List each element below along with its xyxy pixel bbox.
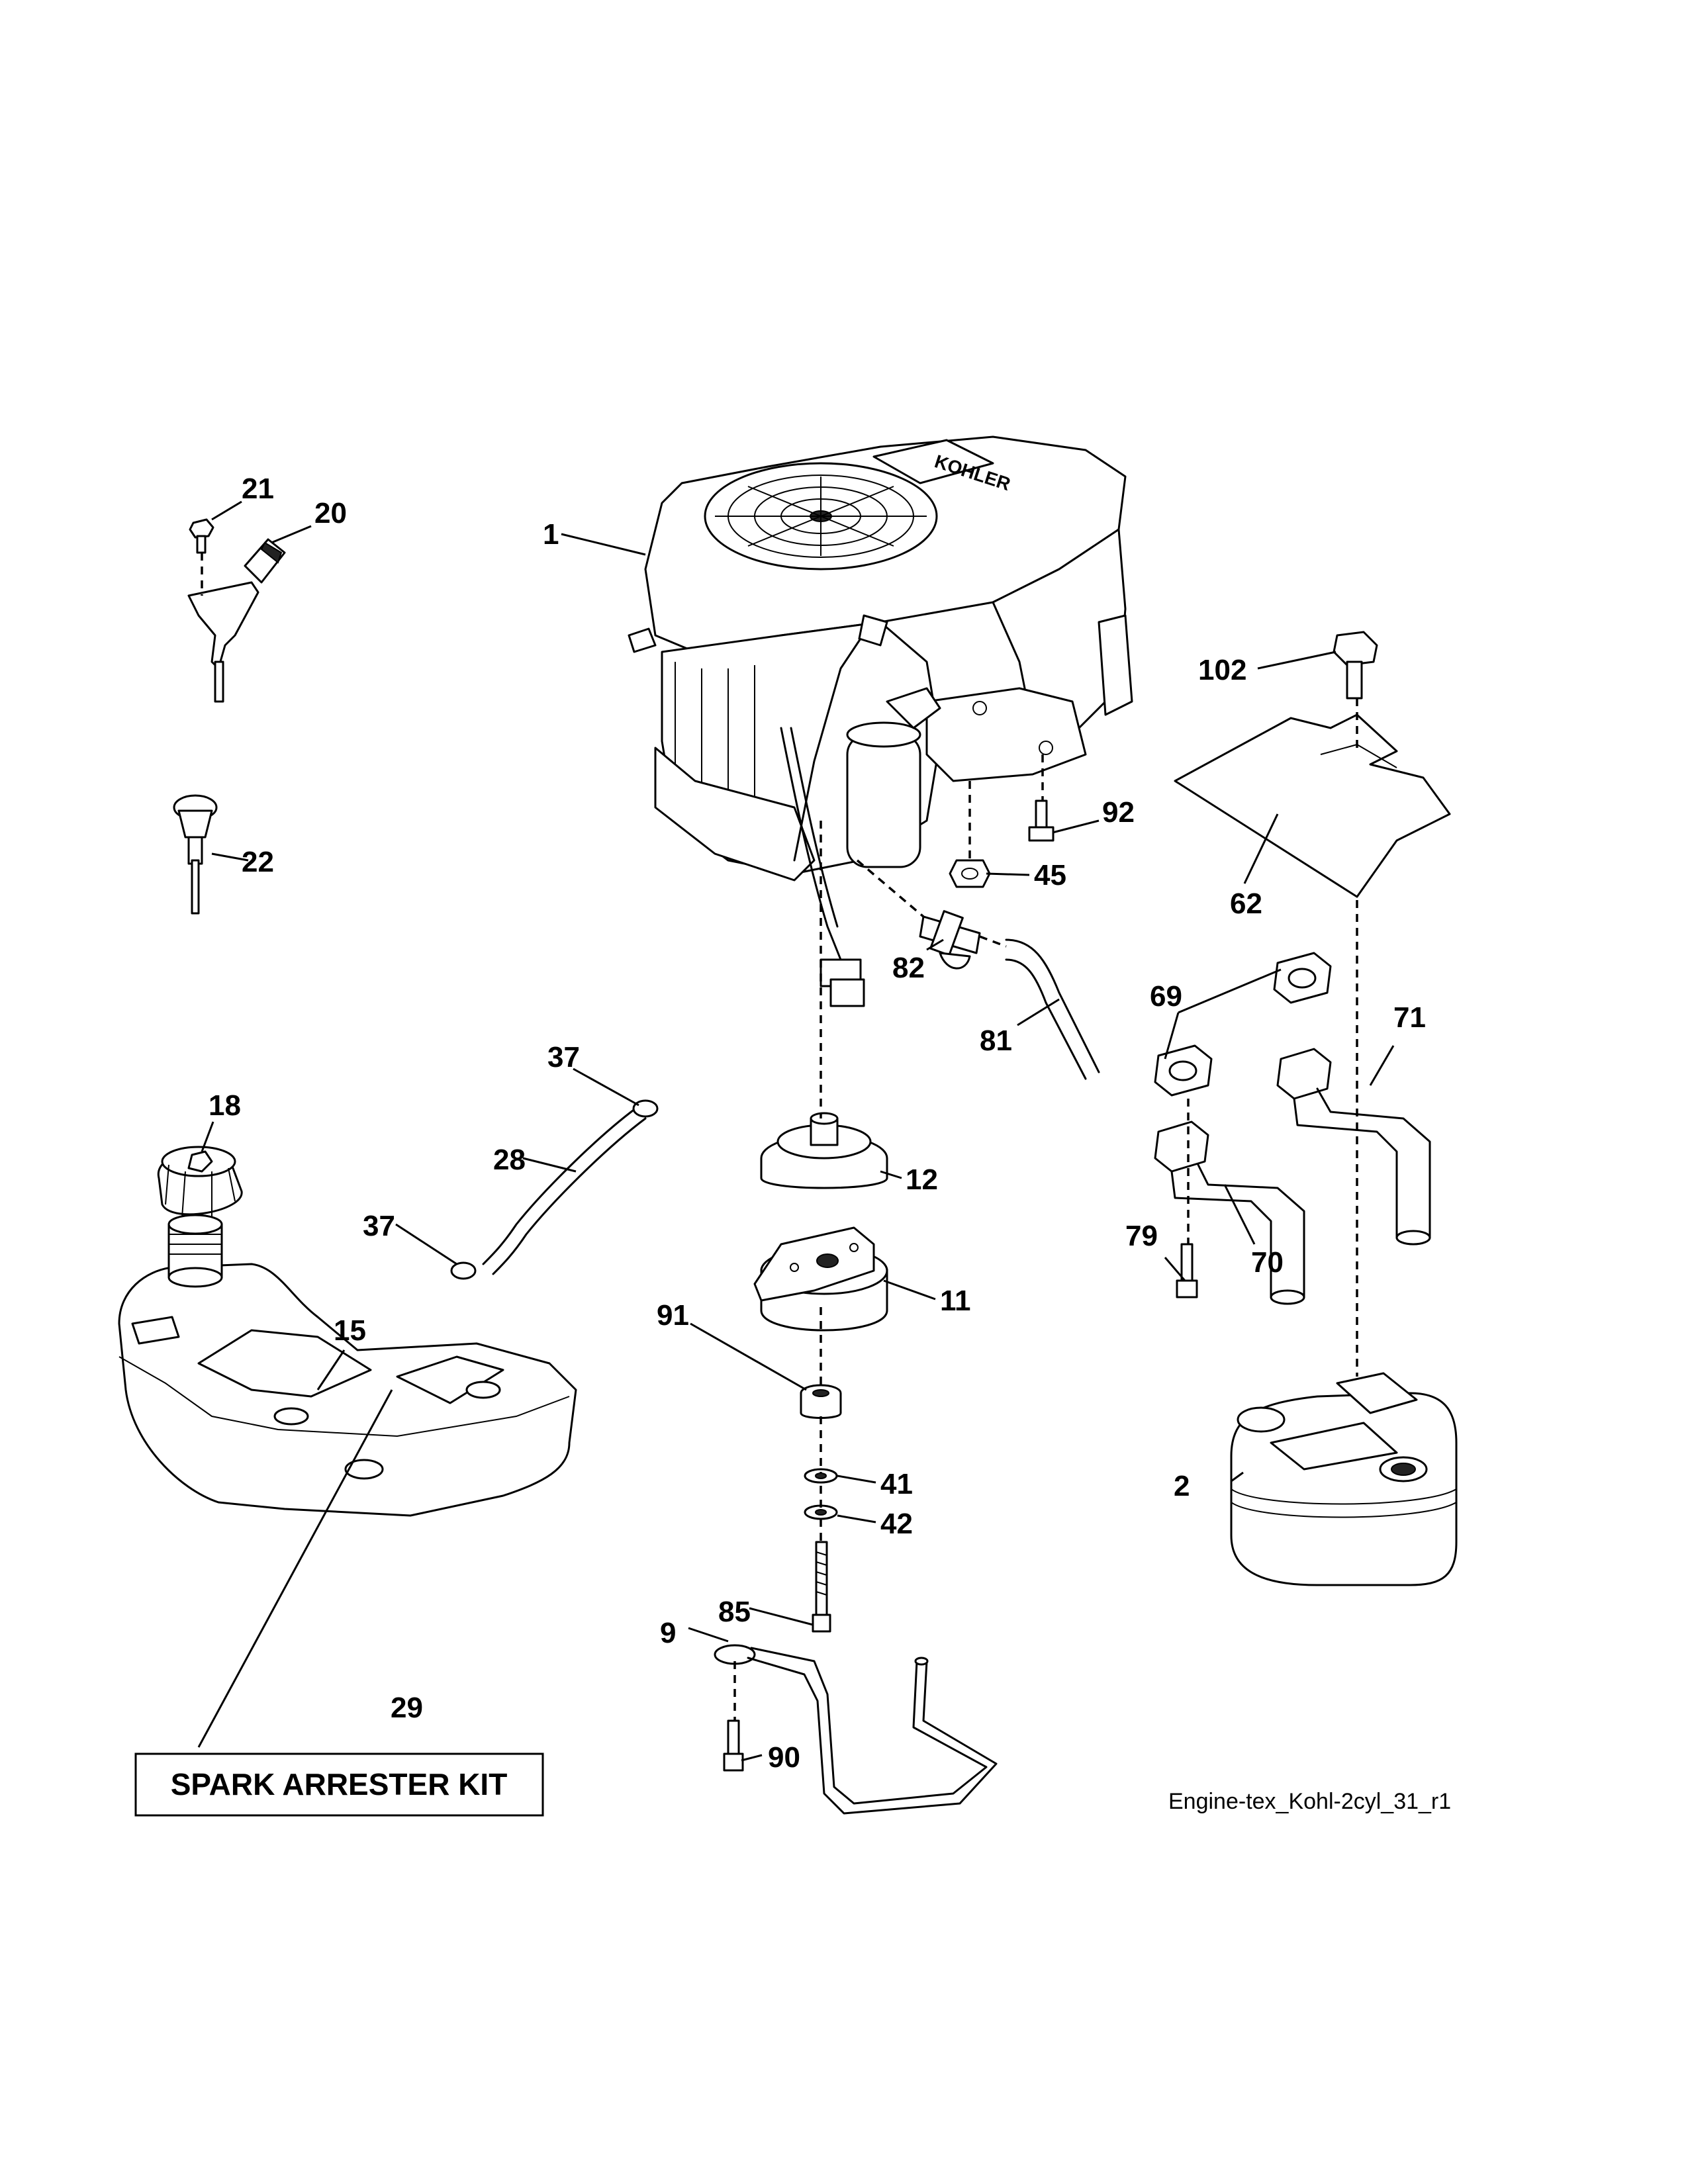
callout-15: 15 (334, 1314, 366, 1347)
bolt-part-102 (1333, 631, 1378, 700)
gasket-part-69-a (1273, 952, 1332, 1004)
callout-2: 2 (1174, 1470, 1190, 1502)
leader-lines (197, 500, 1395, 1762)
bolt-part-85 (812, 1541, 831, 1633)
callout-62: 62 (1230, 887, 1262, 920)
callout-37-top: 37 (547, 1041, 580, 1073)
hose-clamp-part-37-a (632, 1099, 659, 1118)
callout-9: 9 (660, 1617, 676, 1649)
callout-82: 82 (892, 952, 925, 984)
callout-91: 91 (657, 1299, 689, 1332)
bolt-part-92 (1028, 799, 1055, 842)
fuel-filter-part-82 (919, 910, 981, 970)
callout-12: 12 (906, 1163, 938, 1196)
fuel-line-part-28 (482, 1107, 647, 1275)
washer-part-41 (804, 1468, 838, 1484)
callout-92: 92 (1102, 796, 1135, 829)
engine-part-1: KOHLER (628, 435, 1133, 1007)
electric-clutch-part-11 (753, 1226, 888, 1332)
fuel-tank-part-15 (118, 1214, 577, 1517)
spark-arrester-kit-label: SPARK ARRESTER KIT (171, 1767, 508, 1801)
throttle-bolt-part-21 (189, 518, 214, 554)
hose-clamp-part-37-b (450, 1261, 477, 1280)
callout-70: 70 (1251, 1246, 1284, 1279)
nut-part-45 (949, 859, 991, 888)
pulley-part-12 (760, 1112, 888, 1189)
callout-90: 90 (768, 1741, 800, 1774)
fuel-cap-part-18 (157, 1146, 243, 1218)
callout-69: 69 (1150, 980, 1182, 1013)
exhaust-manifold-part-71 (1276, 1048, 1431, 1246)
callout-79: 79 (1125, 1220, 1158, 1252)
callout-85: 85 (718, 1596, 751, 1628)
callout-42: 42 (880, 1508, 913, 1540)
bracket-rod-part-9 (714, 1644, 998, 1815)
gasket-part-69-b (1154, 1044, 1213, 1097)
callout-102: 102 (1198, 654, 1246, 686)
callout-20: 20 (314, 497, 347, 529)
callout-41: 41 (880, 1468, 913, 1500)
callout-21: 21 (242, 473, 274, 505)
bolt-part-79 (1176, 1243, 1198, 1298)
choke-knob-part-22 (173, 794, 218, 915)
callout-45: 45 (1034, 859, 1066, 891)
callout-labels: 1 2 9 11 12 15 18 20 21 22 28 29 37 37 4… (209, 473, 1426, 1774)
callout-22: 22 (242, 846, 274, 878)
callout-29: 29 (391, 1692, 423, 1724)
throttle-control-part-20 (187, 538, 286, 703)
spark-arrester-kit-box: SPARK ARRESTER KIT (134, 1752, 544, 1817)
callout-71: 71 (1393, 1001, 1426, 1034)
diagram-reference-code: Engine-tex_Kohl-2cyl_31_r1 (1168, 1789, 1451, 1814)
assembly-lines (201, 553, 1358, 1721)
heat-shield-part-62 (1174, 713, 1451, 898)
exhaust-manifold-part-70 (1154, 1120, 1305, 1305)
callout-28: 28 (493, 1144, 526, 1176)
callout-1: 1 (543, 518, 559, 551)
fuel-hose-part-81 (1005, 938, 1100, 1080)
callout-81: 81 (980, 1024, 1012, 1057)
callout-18: 18 (209, 1089, 241, 1122)
bolt-part-90 (723, 1719, 744, 1772)
muffler-part-2 (1230, 1372, 1458, 1586)
callout-37-bottom: 37 (363, 1210, 395, 1242)
spacer-part-91 (800, 1384, 842, 1419)
callout-11: 11 (940, 1285, 971, 1317)
